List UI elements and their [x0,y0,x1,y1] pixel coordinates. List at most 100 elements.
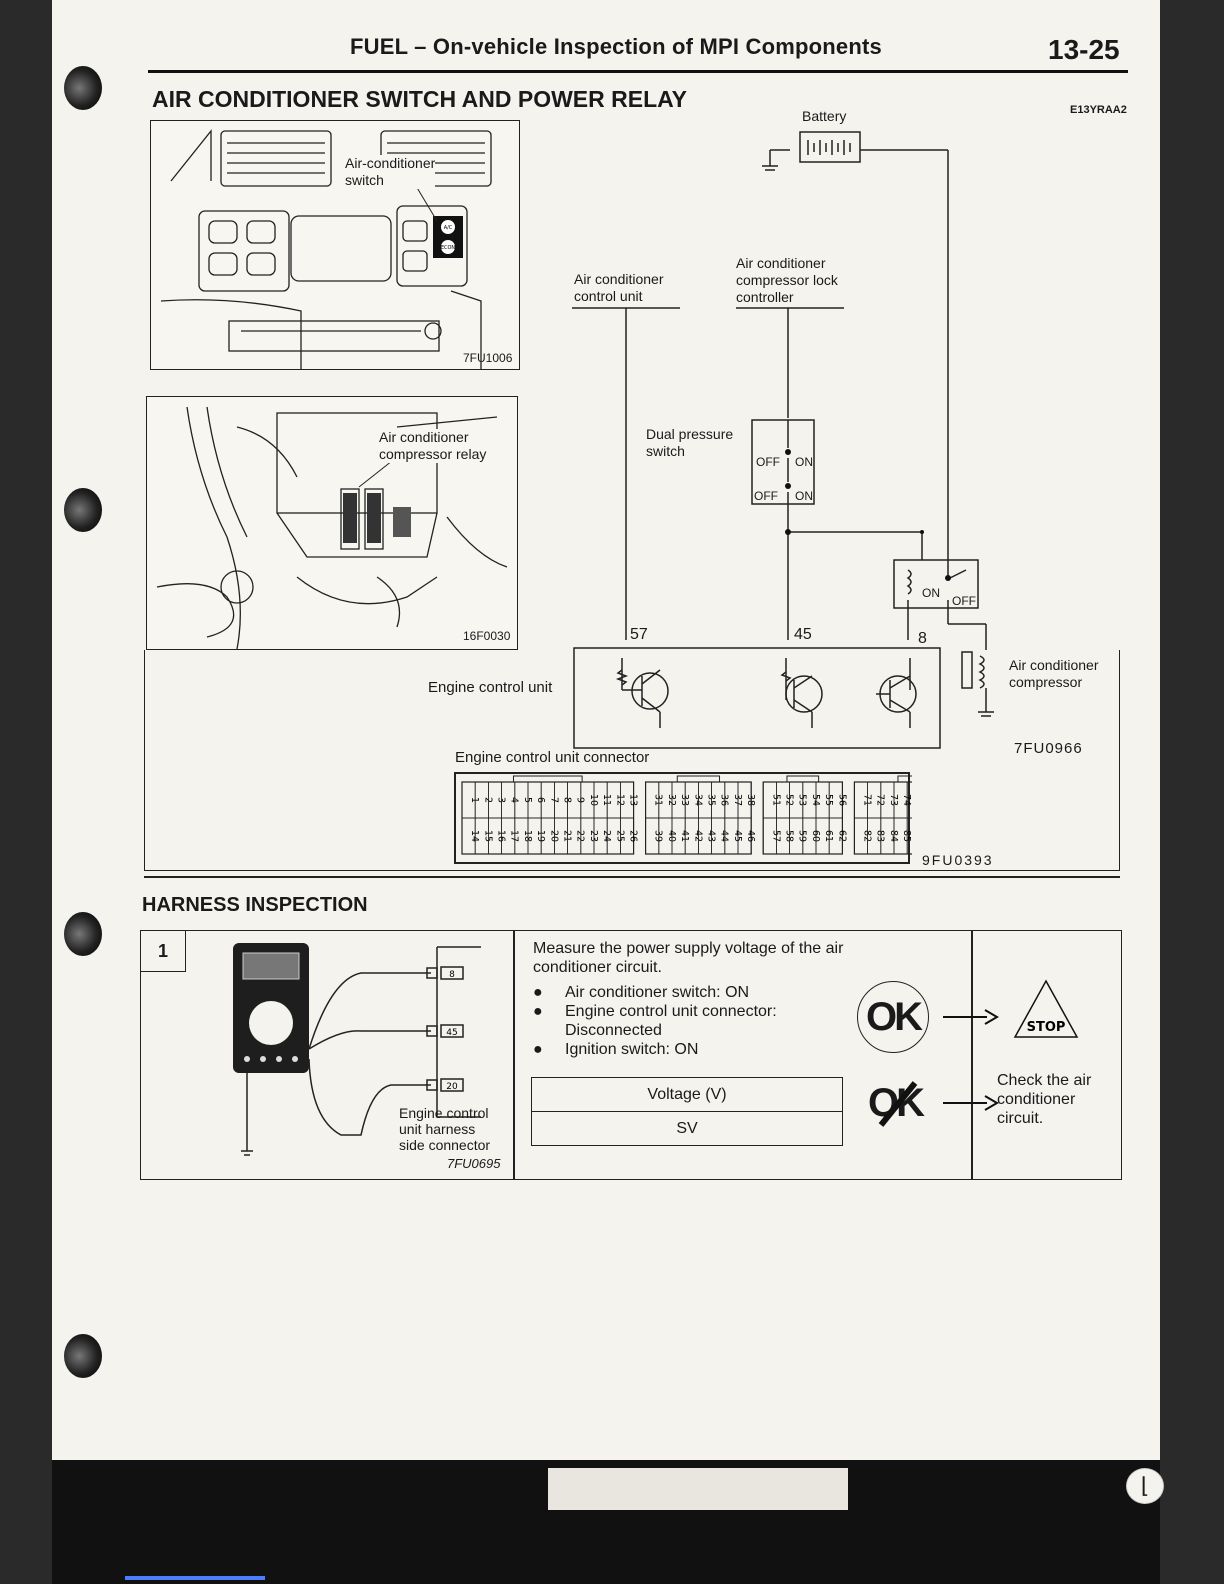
corner-mark: ⌊ [1126,1468,1164,1504]
connector-key [897,775,912,783]
condition-item: ●Ignition switch: ON [533,1041,699,1058]
compressor-label: Air conditioner compressor [1009,657,1099,690]
pin-45-tag: 45 [446,1028,457,1038]
battery-label: Battery [802,108,847,124]
connector-pin-number: 53 [797,794,808,806]
ok-badge: OK [857,981,929,1053]
ac-switch-label: Air-conditioner switch [345,155,436,189]
connector-pin-number: 85 [901,830,912,842]
pin-8-label: 8 [918,630,927,647]
connector-pin-number: 14 [469,830,480,842]
harness-figure-code: 7FU0695 [447,1156,501,1171]
connector-pin-number: 84 [888,830,899,842]
connector-pin-number: 5 [522,797,533,803]
next-page-edge [548,1468,848,1510]
connector-pin-number: 19 [535,830,546,842]
switch-off-label: OFF [754,489,778,503]
page-number: 13-25 [1048,34,1120,65]
econ-button-label: ECON [441,245,456,251]
connector-pin-number: 17 [509,830,520,842]
connector-pin-number: 62 [836,830,847,842]
condition-item: ●Engine control unit connector: Disconne… [533,1003,777,1039]
step-number: 1 [141,931,186,972]
ng-action-text: Check the air conditioner circuit. [997,1072,1092,1127]
connector-pin-number: 71 [862,794,873,806]
circuit-figure-code: 7FU0966 [1014,740,1083,757]
connector-pin-number: 21 [562,830,573,842]
cross-mark-icon [878,1081,918,1127]
switch-on-label: ON [795,455,813,469]
page-header-title: FUEL – On-vehicle Inspection of MPI Comp… [350,34,882,59]
binder-ring [64,1334,102,1378]
connector-pin-number: 58 [784,830,795,842]
pin-8-tag: 8 [449,970,455,980]
connector-pin-number: 44 [719,830,730,842]
connector-pin-number: 51 [770,794,781,806]
harness-connector-label: Engine control unit harness side connect… [399,1105,491,1153]
relay-off-label: OFF [952,594,976,608]
connector-pin-number: 36 [719,794,730,806]
connector-pin-number: 59 [797,830,808,842]
connector-pin-cell [828,817,843,855]
connector-pin-number: 15 [482,830,493,842]
binder-ring [64,66,102,110]
arrow-right-icon [943,1095,999,1111]
inspection-table: 1 8 45 20 Engine control unit harness si… [140,930,1122,1180]
switch-off-label: OFF [756,455,780,469]
connector-pin-number: 37 [732,794,743,806]
connector-pin-number: 11 [601,794,612,806]
circuit-diagram [572,131,994,749]
ng-badge: OK [865,1073,925,1133]
connector-pin-number: 55 [823,794,834,806]
switch-on-label: ON [795,489,813,503]
lock-controller-label: Air conditioner compressor lock controll… [736,255,838,305]
connector-pin-number: 24 [601,830,612,842]
connector-pin-number: 41 [679,830,690,842]
relay-on-label: ON [922,586,940,600]
connector-pin-number: 18 [522,830,533,842]
connector-pin-number: 54 [810,794,821,806]
relay-label: Air conditioner compressor relay [379,429,487,463]
ac-control-unit-label: Air conditioner control unit [574,271,664,304]
connector-pin-number: 33 [679,794,690,806]
connector-pin-number: 72 [875,794,886,806]
connector-pin-number: 43 [706,830,717,842]
binder-ring [64,488,102,532]
connector-pin-number: 20 [548,830,559,842]
figure-bottom-rule [144,876,1120,878]
stop-text: STOP [1027,1020,1066,1035]
voltage-header: Voltage (V) [531,1077,843,1112]
connector-pin-number: 74 [901,794,912,806]
connector-pin-number: 42 [692,830,703,842]
connector-pin-number: 52 [784,794,795,806]
connector-pin-number: 46 [745,830,756,842]
connector-pin-number: 32 [666,794,677,806]
connector-pin-cell [906,817,912,855]
arrow-right-icon [943,1009,999,1025]
pin-20-tag: 20 [446,1082,458,1092]
connector-key [512,775,583,783]
connector-pin-number: 23 [588,830,599,842]
connector-pin-number: 34 [692,794,703,806]
figure-frame [144,650,1120,871]
connector-pin-number: 13 [628,794,639,806]
connector-pin-number: 73 [888,794,899,806]
pin-45-label: 45 [794,626,812,643]
condition-list: ●Air conditioner switch: ON ●Engine cont… [533,983,833,1059]
connector-pin-number: 56 [836,794,847,806]
dashboard-illustration: A/C ECON [160,129,492,369]
connector-pin-number: 35 [706,794,717,806]
section-code: E13YRAA2 [1070,104,1127,116]
connector-pin-number: 4 [509,797,520,803]
connector-pin-number: 82 [862,830,873,842]
scan-artifact [125,1576,265,1580]
connector-pin-number: 83 [875,830,886,842]
figure-code: 7FU1006 [463,351,513,365]
multimeter-illustration: 8 45 20 [233,943,481,1156]
connector-pin-number: 40 [666,830,677,842]
connector-pin-number: 60 [810,830,821,842]
connector-key [786,775,820,783]
connector-pin-number: 26 [628,830,639,842]
harness-inspection-title: HARNESS INSPECTION [142,894,368,916]
